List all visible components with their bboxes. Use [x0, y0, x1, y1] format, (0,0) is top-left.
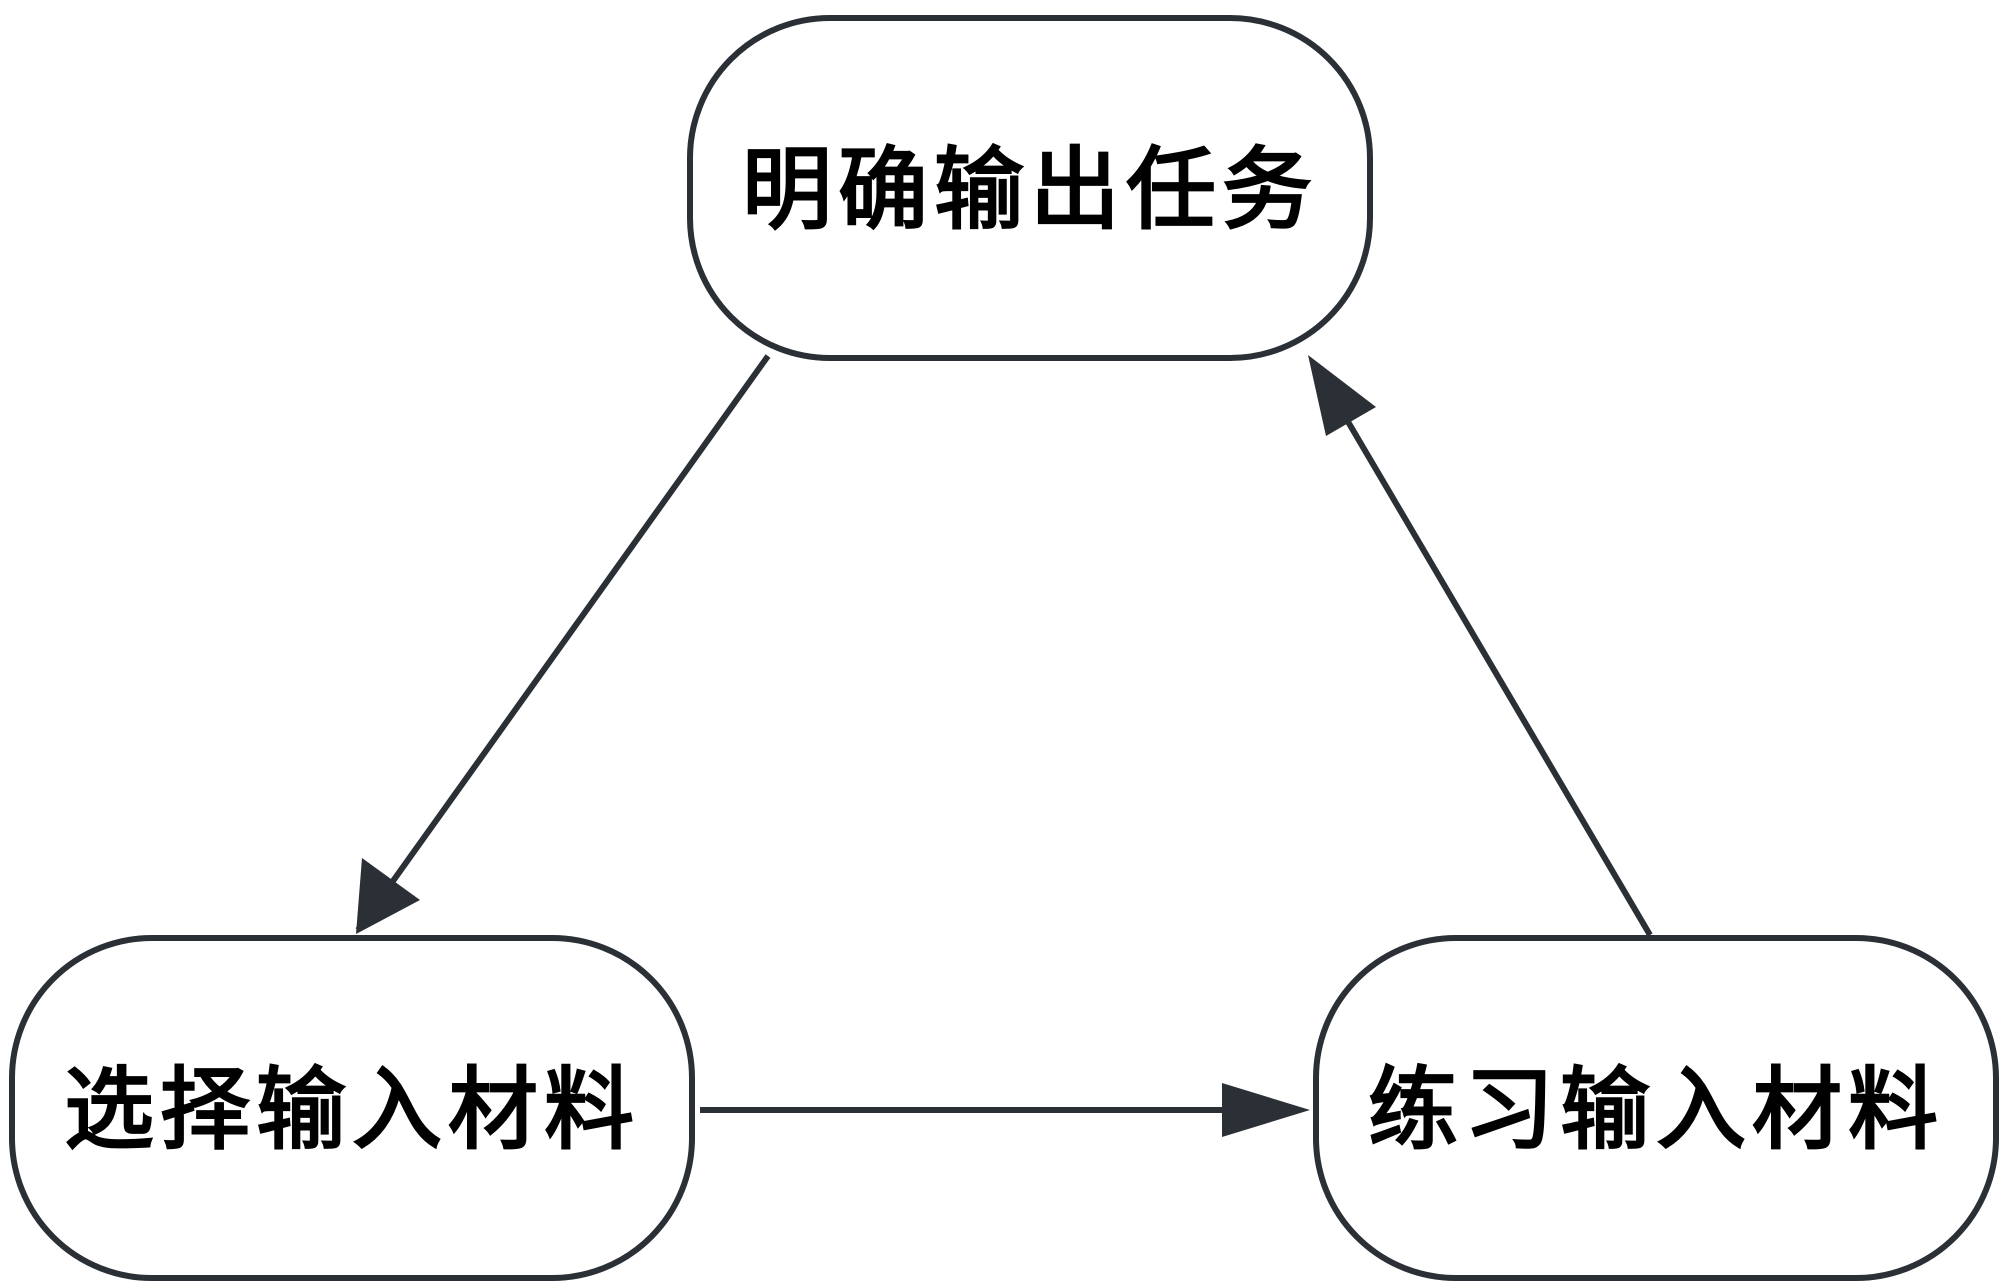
node-label-bottom-right: 练习输入材料	[1368, 1058, 1944, 1163]
node-label-top: 明确输出任务	[742, 138, 1318, 243]
edges	[355, 354, 1653, 1137]
node-select-input-material: 选择输入材料	[9, 935, 695, 1281]
node-define-output-task: 明确输出任务	[687, 15, 1373, 361]
node-box-bottom-right	[1313, 935, 1999, 1281]
node-box-top	[687, 15, 1373, 361]
arrowhead-practice-to-define-icon	[1308, 355, 1376, 436]
edge-define-to-select	[355, 354, 771, 932]
edge-practice-to-define	[1344, 418, 1653, 937]
node-label-bottom-left: 选择输入材料	[64, 1058, 640, 1163]
node-practice-input-material: 练习输入材料	[1313, 935, 1999, 1281]
arrowhead-select-to-practice-icon	[1222, 1083, 1310, 1137]
arrowhead-define-to-select-icon	[356, 858, 420, 934]
node-box-bottom-left	[9, 935, 695, 1281]
